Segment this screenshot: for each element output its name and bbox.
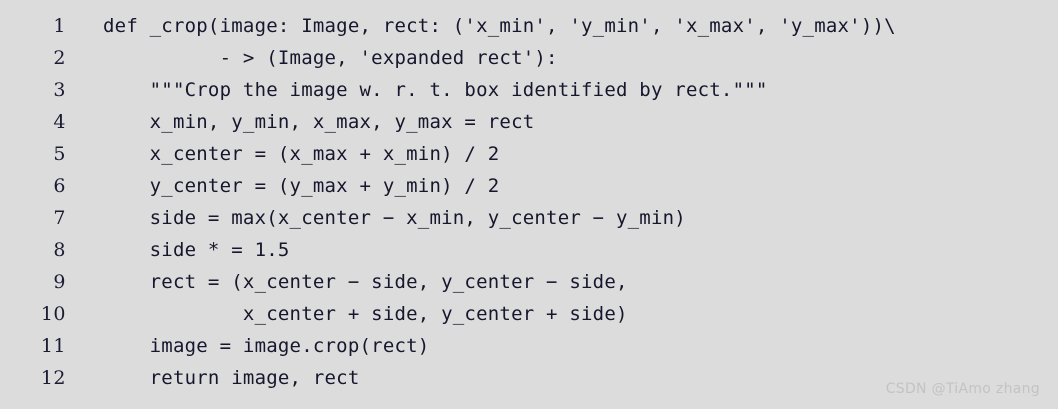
line-code: def _crop(image: Image, rect: ('x_min', … — [103, 15, 896, 37]
line-code: x_center = (x_max + x_min) / 2 — [103, 143, 500, 165]
line-code: return image, rect — [103, 367, 360, 389]
line-number: 11 — [40, 335, 66, 357]
code-line: 6 y_center = (y_max + y_min) / 2 — [0, 170, 1058, 202]
line-code: x_center + side, y_center + side) — [103, 303, 628, 325]
code-line: 3 """Crop the image w. r. t. box identif… — [0, 74, 1058, 106]
code-line: 8 side * = 1.5 — [0, 234, 1058, 266]
line-number: 3 — [53, 79, 66, 101]
code-line: 11 image = image.crop(rect) — [0, 330, 1058, 362]
code-listing: 1 def _crop(image: Image, rect: ('x_min'… — [0, 10, 1058, 394]
line-number: 1 — [53, 15, 66, 37]
watermark: CSDN @TiAmo zhang — [885, 381, 1040, 397]
code-line: 5 x_center = (x_max + x_min) / 2 — [0, 138, 1058, 170]
line-number: 12 — [40, 367, 66, 389]
line-code: side * = 1.5 — [103, 239, 290, 261]
line-number: 7 — [53, 207, 66, 229]
line-number: 8 — [53, 239, 66, 261]
line-number: 2 — [53, 47, 66, 69]
line-code: image = image.crop(rect) — [103, 335, 430, 357]
line-code: rect = (x_center − side, y_center − side… — [103, 271, 628, 293]
line-number: 4 — [53, 111, 66, 133]
code-line: 1 def _crop(image: Image, rect: ('x_min'… — [0, 10, 1058, 42]
code-line: 7 side = max(x_center − x_min, y_center … — [0, 202, 1058, 234]
code-line: 12 return image, rect — [0, 362, 1058, 394]
line-number: 10 — [40, 303, 66, 325]
line-number: 5 — [53, 143, 66, 165]
code-line: 9 rect = (x_center − side, y_center − si… — [0, 266, 1058, 298]
code-line: 4 x_min, y_min, x_max, y_max = rect — [0, 106, 1058, 138]
line-code: y_center = (y_max + y_min) / 2 — [103, 175, 500, 197]
line-code: - > (Image, 'expanded rect'): — [103, 47, 558, 69]
code-line: 2 - > (Image, 'expanded rect'): — [0, 42, 1058, 74]
code-line: 10 x_center + side, y_center + side) — [0, 298, 1058, 330]
line-code: side = max(x_center − x_min, y_center − … — [103, 207, 686, 229]
line-code: """Crop the image w. r. t. box identifie… — [103, 79, 768, 101]
line-code: x_min, y_min, x_max, y_max = rect — [103, 111, 535, 133]
line-number: 6 — [53, 175, 66, 197]
line-number: 9 — [53, 271, 66, 293]
